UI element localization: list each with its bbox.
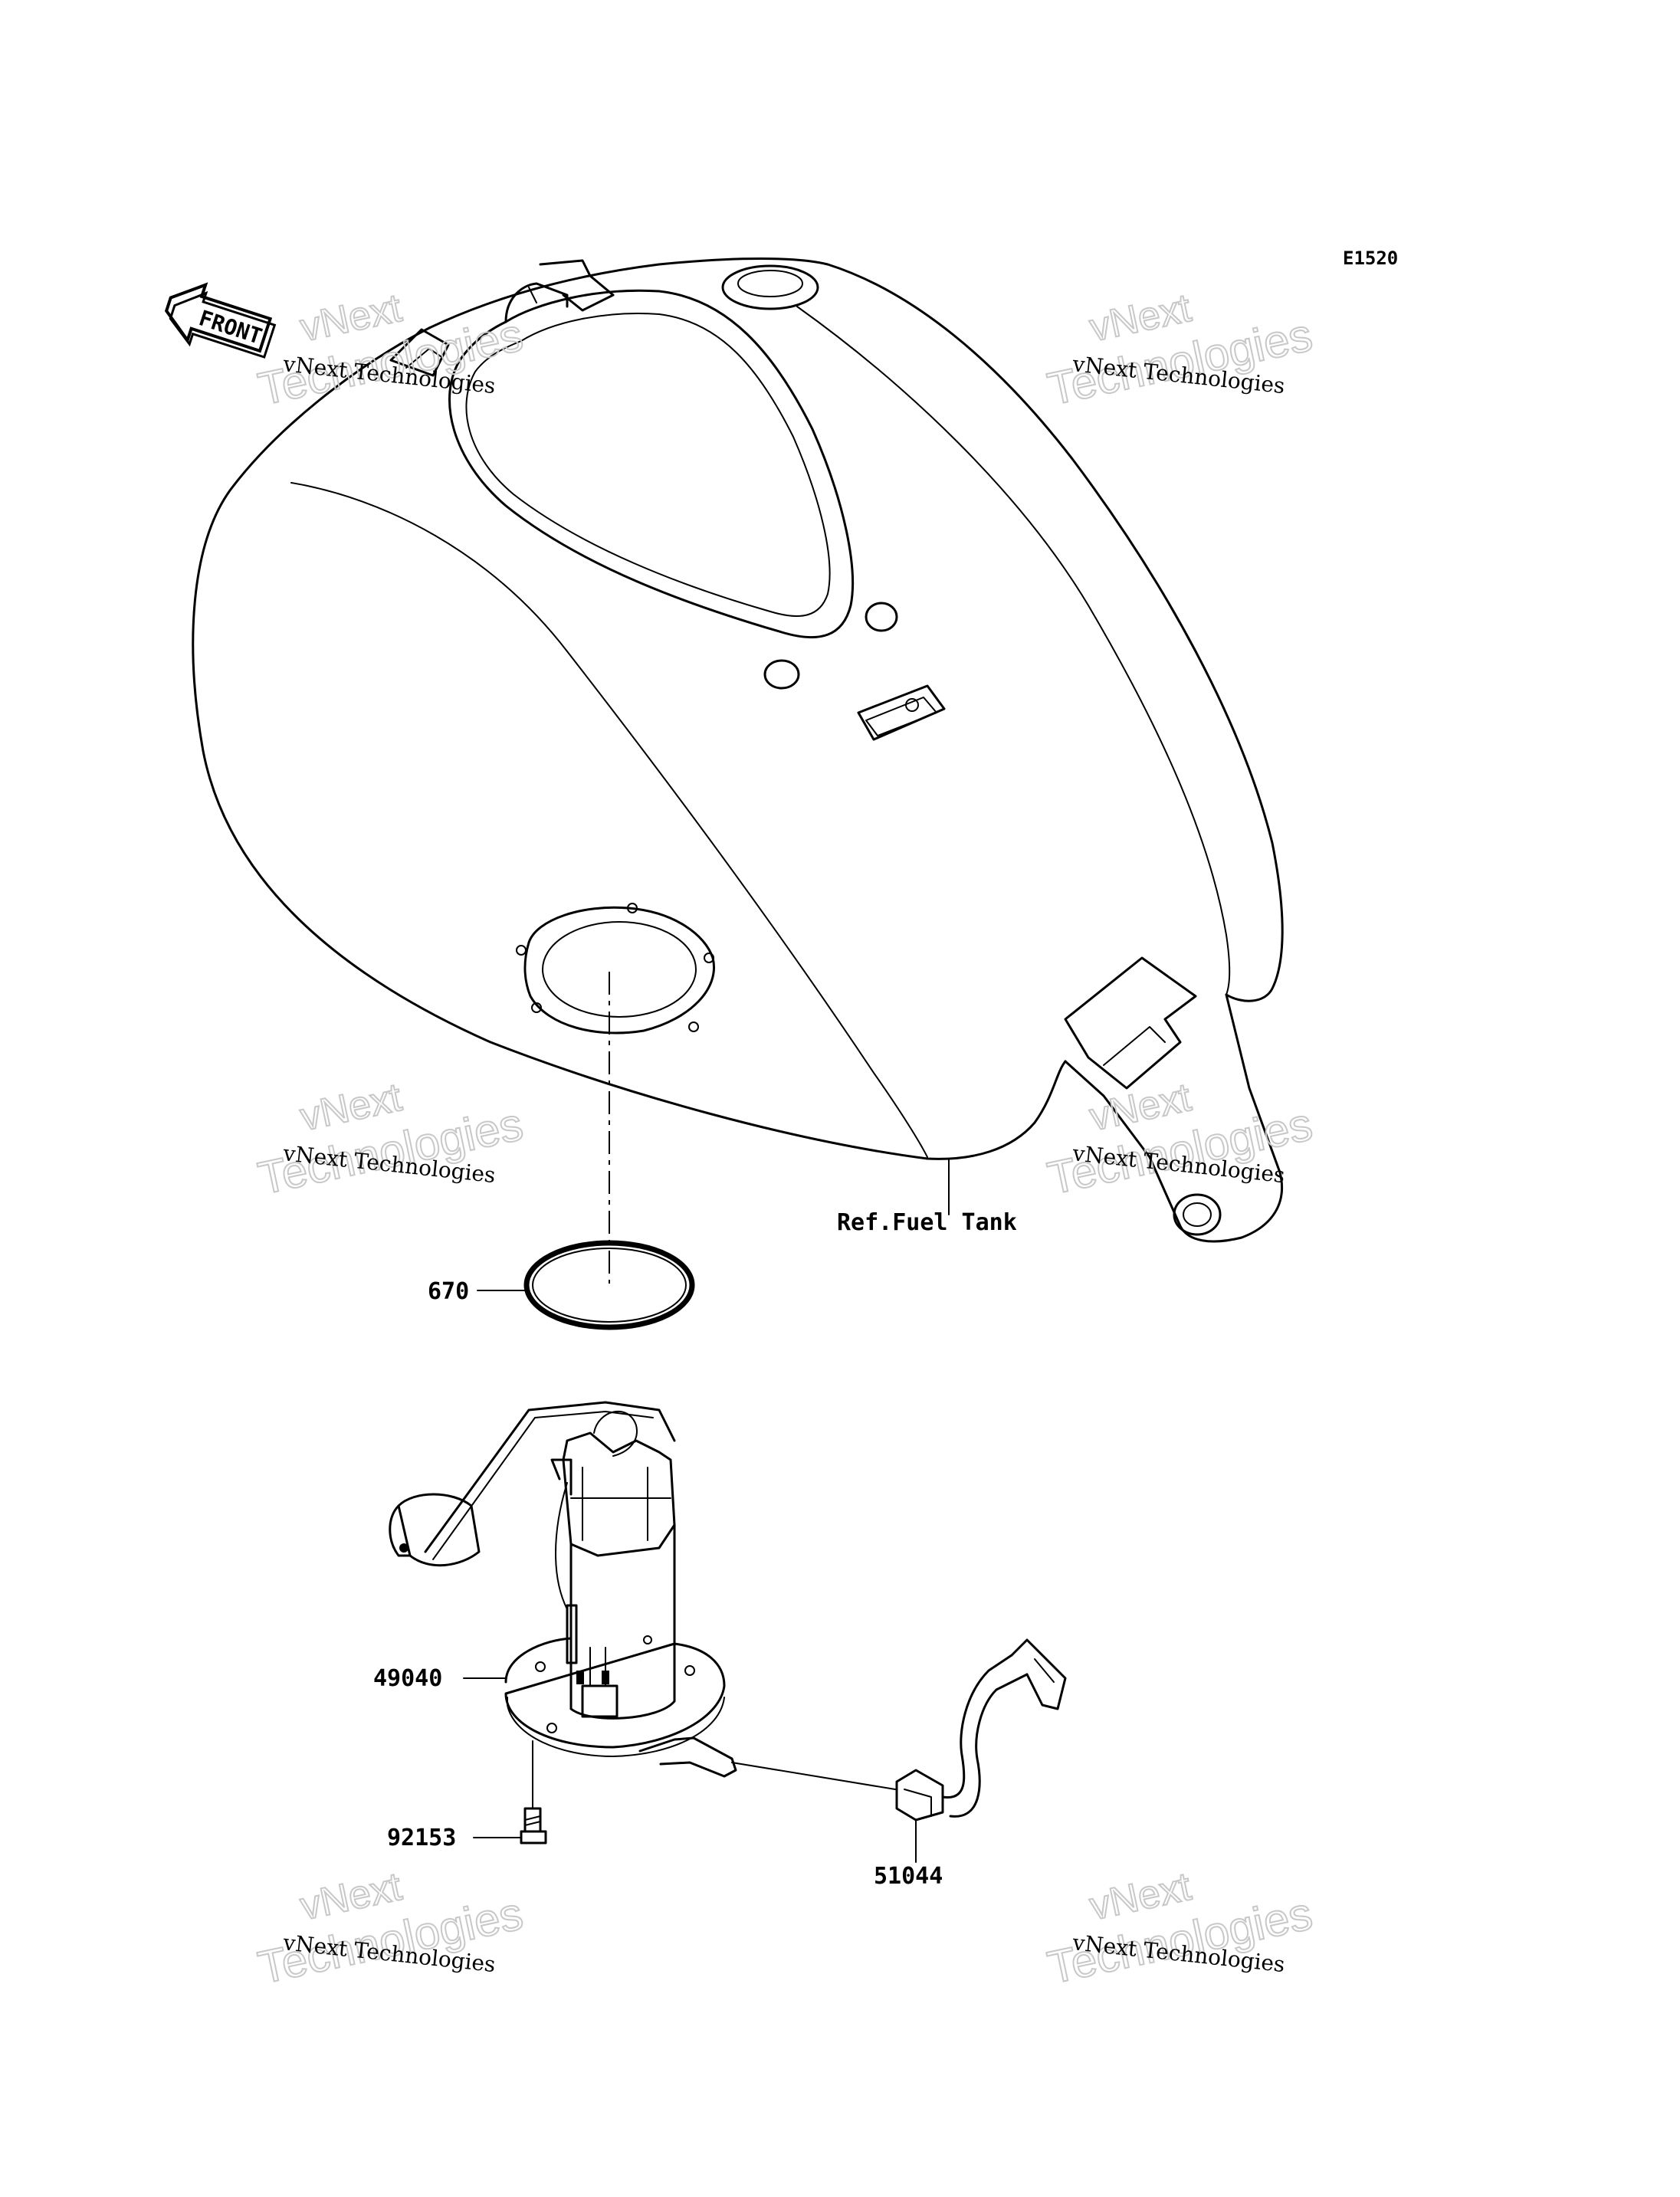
fuel-pump-assembly-49040 [389,1401,737,1778]
fuel-hose-51044 [895,1638,1067,1822]
ref-fuel-tank-label: Ref.Fuel Tank [837,1209,1017,1236]
watermark: vNext Technologies vNext Technologies [253,1074,528,1205]
diagram-code: E1520 [1343,248,1398,269]
watermark: vNext Technologies vNext Technologies [1042,1074,1317,1205]
fuel-tank-drawing [192,257,1284,1243]
watermark: vNext Technologies vNext Technologies [253,1864,528,1994]
rear-bracket [1064,956,1284,1243]
watermark: vNext Technologies vNext Technologies [1042,285,1317,415]
part-51044-label: 51044 [874,1863,943,1890]
tank-latch [857,684,946,741]
hose-connection-line [731,1762,896,1790]
part-670-label: 670 [428,1278,469,1305]
part-92153-label: 92153 [387,1825,456,1851]
part-49040-label: 49040 [373,1665,442,1692]
front-arrow-icon: FRONT [164,282,277,359]
watermark: vNext Technologies vNext Technologies [1042,1864,1317,1994]
pump-mount-flange [516,903,715,1035]
bolt-92153 [520,1740,547,1844]
gasket-ring-670 [523,1240,695,1330]
